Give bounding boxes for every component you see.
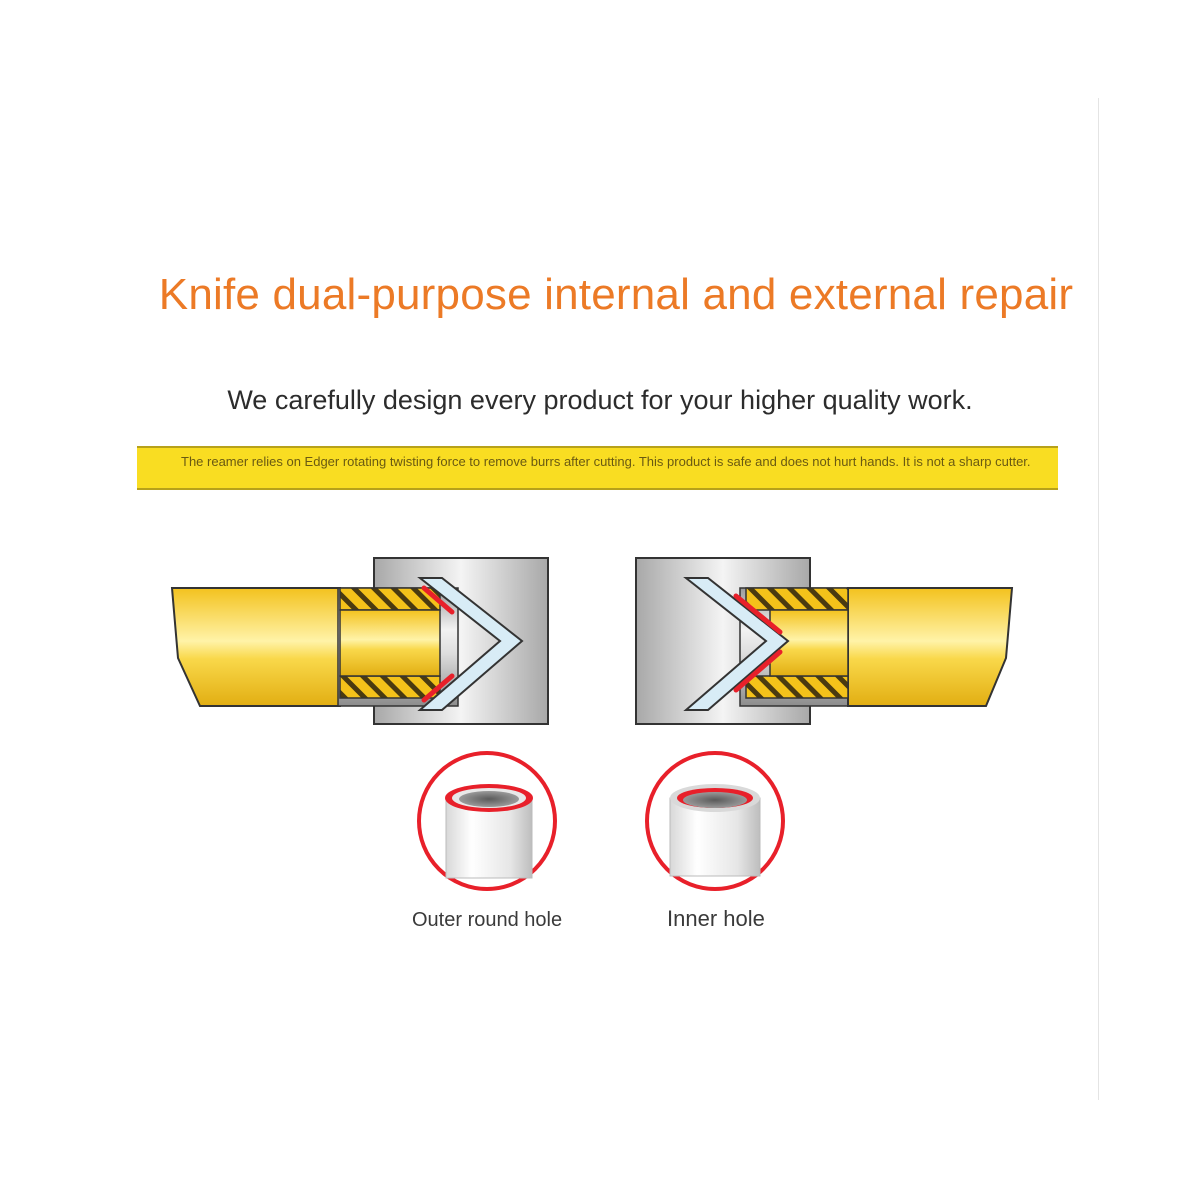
left-burr-mark-bottom	[421, 673, 455, 703]
info-banner-text: The reamer relies on Edger rotating twis…	[181, 454, 1031, 469]
left-burr-mark-top	[421, 585, 455, 615]
page-subtitle: We carefully design every product for yo…	[227, 385, 973, 415]
left-pipe-wall-bottom	[339, 675, 441, 699]
page-edge-divider	[1098, 98, 1099, 1100]
right-burr-mark-bottom	[733, 649, 783, 693]
inner-hole-illustration	[645, 751, 785, 891]
info-banner: The reamer relies on Edger rotating twis…	[137, 446, 1058, 490]
right-yellow-pipe	[847, 587, 1014, 707]
right-pipe-wall-top	[745, 587, 849, 611]
left-cutter-blade	[417, 577, 524, 711]
right-burr-mark-top	[733, 593, 783, 635]
page-title: Knife dual-purpose internal and external…	[158, 270, 1074, 319]
right-pipe-wall-bottom	[745, 675, 849, 699]
inner-hole-caption: Inner hole	[667, 906, 765, 931]
left-yellow-pipe	[170, 587, 341, 707]
right-cutter-blade	[683, 577, 790, 711]
left-pipe-core	[339, 609, 441, 677]
outer-hole-illustration	[417, 751, 557, 891]
left-assembly	[170, 557, 549, 725]
outer-hole-caption: Outer round hole	[412, 909, 563, 931]
right-assembly	[635, 557, 1014, 725]
